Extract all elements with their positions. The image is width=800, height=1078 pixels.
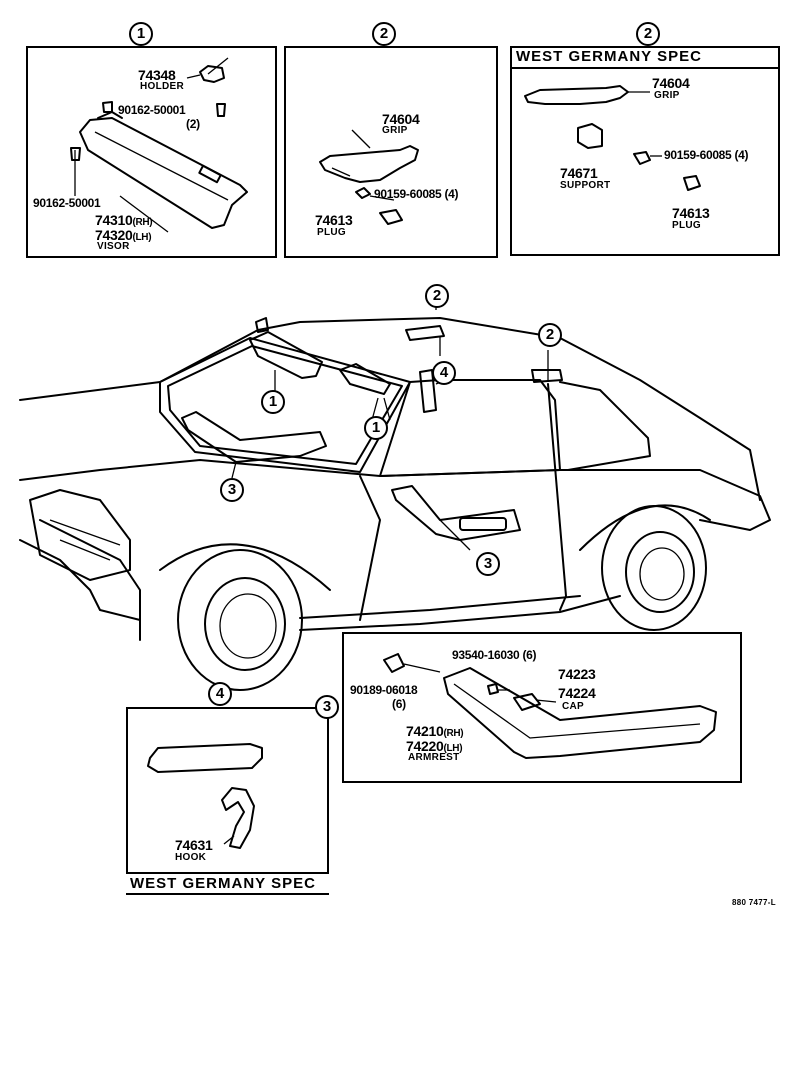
grip-drawing bbox=[319, 129, 419, 225]
armrest-lh-tag: (LH) bbox=[443, 743, 463, 754]
support-part-number: 74671 bbox=[560, 165, 598, 181]
grip-wg-screw-part-number: 90159-60085 (4) bbox=[664, 148, 749, 162]
cap-rh-part-number: 74223 bbox=[558, 666, 596, 682]
section-marker-3: 3 bbox=[315, 695, 339, 719]
panel-grip bbox=[284, 46, 498, 258]
screw2-part-number: 90162-50001 bbox=[33, 196, 101, 210]
visor-drawing bbox=[79, 57, 248, 229]
armrest-lh-part-number: 74220(LH) bbox=[406, 738, 463, 756]
grip-part-number: 74604 bbox=[382, 111, 420, 127]
plug-wg-name: PLUG bbox=[672, 220, 701, 231]
holder-name: HOLDER bbox=[140, 81, 185, 92]
plug-name: PLUG bbox=[317, 227, 346, 238]
grip-wg-drawing bbox=[524, 85, 701, 191]
grip-wg-part-number: 74604 bbox=[652, 75, 690, 91]
callout-2-rear: 2 bbox=[538, 323, 562, 347]
section-marker-1: 1 bbox=[129, 22, 153, 46]
visor-name: VISOR bbox=[97, 241, 130, 252]
holder-drawing bbox=[186, 65, 225, 83]
panel-grip-wg bbox=[510, 46, 780, 256]
callout-3-door: 3 bbox=[476, 552, 500, 576]
armrest-drawing bbox=[383, 653, 717, 759]
callout-3-front: 3 bbox=[220, 478, 244, 502]
armrest-lh-number: 74220 bbox=[406, 738, 444, 754]
visor-lh-part-number: 74320(LH) bbox=[95, 227, 152, 245]
west-germany-spec-bottom: WEST GERMANY SPEC bbox=[130, 875, 316, 892]
section-marker-2-wg: 2 bbox=[636, 22, 660, 46]
panel-armrest bbox=[342, 632, 742, 783]
rh-tag: (RH) bbox=[132, 217, 153, 228]
grip-wg-name: GRIP bbox=[654, 90, 680, 101]
cap-name: CAP bbox=[562, 701, 585, 712]
armrest-rh-part-number: 74210(RH) bbox=[406, 723, 464, 741]
clip-part-number: 90189-06018 bbox=[350, 683, 418, 697]
car-drawing bbox=[19, 302, 771, 691]
grip-hook-drawing bbox=[147, 743, 263, 849]
drawing-code: 880 7477-L bbox=[732, 898, 776, 907]
callout-4: 4 bbox=[432, 361, 456, 385]
section-marker-4: 4 bbox=[208, 682, 232, 706]
plug-part-number: 74613 bbox=[315, 212, 353, 228]
armrest-name: ARMREST bbox=[408, 752, 460, 763]
clip-quantity: (6) bbox=[392, 697, 406, 711]
spec-title-underline bbox=[512, 67, 778, 69]
hook-name: HOOK bbox=[175, 852, 207, 863]
section-marker-2: 2 bbox=[372, 22, 396, 46]
plug-wg-part-number: 74613 bbox=[672, 205, 710, 221]
panel-visor bbox=[26, 46, 277, 258]
support-name: SUPPORT bbox=[560, 180, 611, 191]
callout-2-roof: 2 bbox=[425, 284, 449, 308]
visor-rh-part-number: 74310(RH) bbox=[95, 212, 153, 230]
cap-lh-part-number: 74224 bbox=[558, 685, 596, 701]
grip-screw-part-number: 90159-60085 (4) bbox=[374, 187, 459, 201]
screw-quantity: (2) bbox=[186, 117, 200, 131]
grip-name: GRIP bbox=[382, 125, 408, 136]
visor-lh-number: 74320 bbox=[95, 227, 133, 243]
lh-tag: (LH) bbox=[132, 232, 152, 243]
hook-part-number: 74631 bbox=[175, 837, 213, 853]
spec-bottom-underline bbox=[126, 893, 329, 895]
west-germany-spec-title: WEST GERMANY SPEC bbox=[516, 48, 702, 65]
holder-part-number: 74348 bbox=[138, 67, 176, 83]
screw-drawing bbox=[70, 101, 226, 196]
screw-part-number: 90162-50001 bbox=[118, 103, 186, 117]
armrest-rh-number: 74210 bbox=[406, 723, 444, 739]
callout-1-visor-left: 1 bbox=[261, 390, 285, 414]
visor-rh-number: 74310 bbox=[95, 212, 133, 228]
armrest-rh-tag: (RH) bbox=[443, 728, 464, 739]
armrest-screw-part-number: 93540-16030 (6) bbox=[452, 648, 537, 662]
panel-hook bbox=[126, 707, 329, 874]
callout-1-visor-right: 1 bbox=[364, 416, 388, 440]
